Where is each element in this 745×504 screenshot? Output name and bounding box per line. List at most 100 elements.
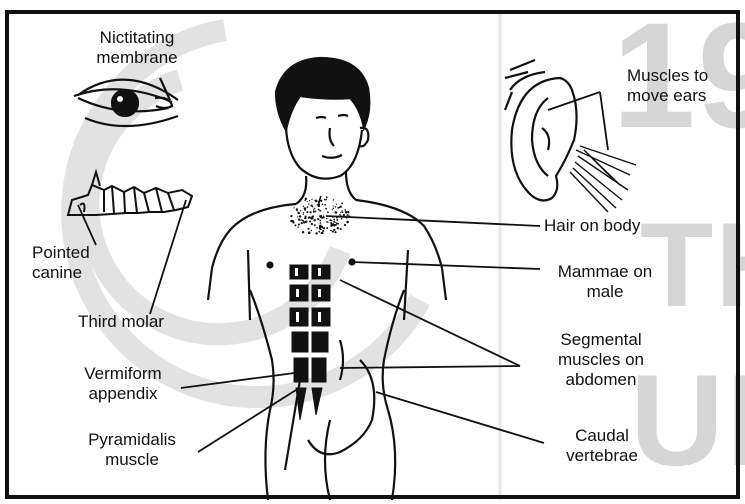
hair-dot	[307, 201, 308, 202]
hair-dot	[317, 204, 318, 205]
label-segmental-muscles: Segmental muscles on abdomen	[540, 330, 662, 390]
label-ears-line1: Muscles to	[627, 66, 708, 86]
hair-dot	[333, 219, 335, 221]
hair-dot	[296, 208, 298, 210]
hair-dot	[340, 212, 341, 213]
hair-dot	[314, 208, 315, 209]
hair-dot	[322, 228, 323, 229]
hair-dot	[321, 232, 323, 234]
hair-dot	[326, 227, 328, 229]
hair-dot	[332, 209, 333, 210]
hair-dot	[319, 210, 321, 212]
label-segmental-line2: muscles on	[540, 350, 662, 370]
hair-dot	[314, 210, 316, 212]
hair-dot	[297, 216, 298, 217]
label-appendix-line1: Vermiform	[64, 364, 182, 384]
hair-dot	[309, 200, 310, 201]
hair-dot	[332, 205, 333, 206]
hair-dot	[330, 230, 332, 232]
hair-dot	[302, 220, 304, 222]
hair-dot	[315, 232, 317, 234]
hair-dot	[311, 217, 314, 220]
hair-dot	[300, 219, 302, 221]
leader-molar	[150, 200, 186, 314]
label-vermiform-appendix: Vermiform appendix	[64, 364, 182, 404]
hair-dot	[311, 223, 313, 225]
hair-dot	[294, 224, 296, 226]
hair-dot	[334, 222, 335, 223]
hair-dot	[320, 200, 322, 202]
label-nictitating-membrane: Nictitating membrane	[72, 28, 202, 68]
hair-dot	[341, 218, 343, 220]
hair-dot	[304, 217, 306, 219]
label-hair-line1: Hair on body	[544, 216, 640, 236]
hair-dot	[311, 199, 312, 200]
hair-dot	[313, 209, 315, 211]
hair-dot	[321, 217, 323, 219]
hair-dot	[345, 224, 347, 226]
hair-dot	[318, 209, 320, 211]
leader-hair	[326, 216, 540, 226]
hair-dot	[297, 212, 300, 215]
label-caudal-line1: Caudal	[542, 426, 662, 446]
hair-dot	[303, 212, 304, 213]
hair-dot	[292, 221, 294, 223]
hair-dot	[313, 219, 315, 221]
hair-dot	[331, 220, 332, 221]
hair-dot	[332, 231, 334, 233]
label-segmental-line1: Segmental	[540, 330, 662, 350]
label-pyramidalis-line1: Pyramidalis	[62, 430, 202, 450]
label-caudal-vertebrae: Caudal vertebrae	[542, 426, 662, 466]
label-molar-line1: Third molar	[78, 312, 164, 332]
hair-dot	[320, 196, 322, 198]
hair-dot	[337, 223, 338, 224]
hair-dot	[331, 223, 333, 225]
hair-dot	[305, 198, 307, 200]
hair-dot	[299, 215, 301, 217]
hair-dot	[304, 209, 306, 211]
hair-dot	[319, 226, 322, 229]
label-pointed-canine: Pointed canine	[32, 243, 90, 283]
hair-dot	[341, 210, 342, 211]
label-pyramidalis-muscle: Pyramidalis muscle	[62, 430, 202, 470]
hair-dot	[313, 211, 315, 213]
label-appendix-line2: appendix	[64, 384, 182, 404]
hair-dot	[314, 224, 316, 226]
label-third-molar: Third molar	[78, 312, 164, 332]
hair-dot	[310, 204, 312, 206]
hair-dot	[311, 230, 312, 231]
hair-dot	[337, 227, 339, 229]
label-caudal-line2: vertebrae	[542, 446, 662, 466]
hair-dot	[307, 206, 309, 208]
hair-dot	[344, 214, 345, 215]
label-canine-line1: Pointed	[32, 243, 90, 263]
hair-dot	[333, 229, 335, 231]
leader-mammae	[352, 262, 540, 269]
hair-dot	[298, 218, 300, 220]
hair-dot	[319, 220, 321, 222]
hair-dot	[341, 202, 343, 204]
hair-dot	[340, 228, 342, 230]
hair-dot	[332, 223, 333, 224]
label-nictitating-line2: membrane	[72, 48, 202, 68]
hair-dot	[329, 219, 331, 221]
hair-dot	[318, 231, 320, 233]
label-mammae-line2: male	[540, 282, 670, 302]
label-pyramidalis-line2: muscle	[62, 450, 202, 470]
hair-dot	[308, 228, 310, 230]
hair-dot	[293, 207, 294, 208]
hair-dot	[325, 208, 327, 210]
hair-dot	[317, 218, 318, 219]
hair-dot	[303, 206, 304, 207]
hair-dot	[322, 230, 324, 232]
label-muscles-to-move-ears: Muscles to move ears	[627, 66, 708, 106]
hair-dot	[318, 203, 321, 206]
hair-dot	[333, 208, 335, 210]
hair-dot	[344, 209, 346, 211]
hair-dot	[300, 210, 301, 211]
hair-dot	[301, 222, 303, 224]
hair-dot	[308, 217, 310, 219]
hair-dot	[327, 211, 329, 213]
hair-dot	[315, 200, 318, 203]
hair-dot	[310, 211, 312, 213]
